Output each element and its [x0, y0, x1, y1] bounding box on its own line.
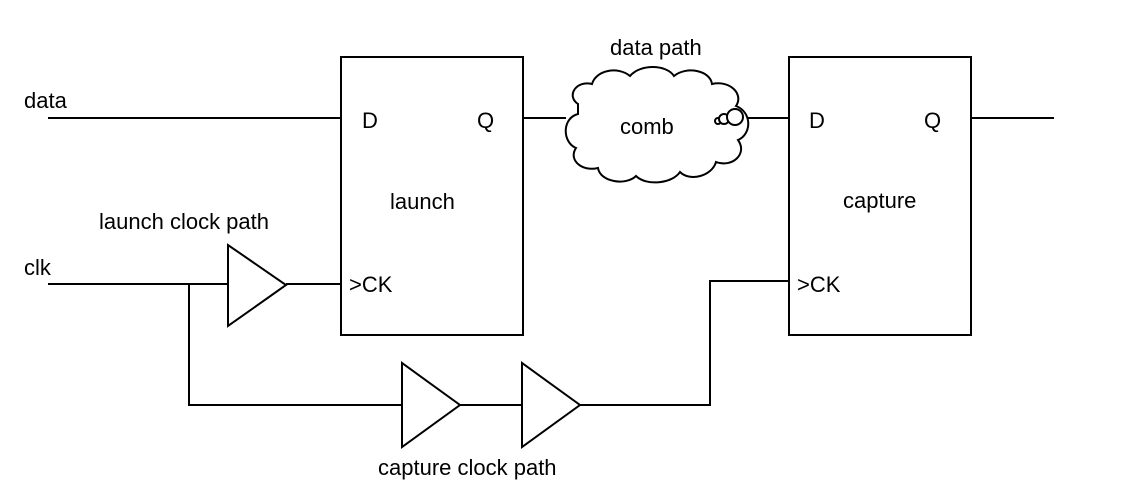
clk-input-label: clk	[24, 255, 52, 280]
launch-d-pin: D	[362, 108, 378, 133]
cloud-bubble-large	[726, 108, 744, 126]
capture-ck-pin: >CK	[797, 272, 841, 297]
launch-clock-path-label: launch clock path	[99, 209, 269, 234]
launch-q-pin: Q	[477, 108, 494, 133]
capture-clock-buffer-2	[521, 361, 582, 449]
capture-d-pin: D	[809, 108, 825, 133]
comb-label: comb	[620, 114, 674, 139]
capture-clock-branch-wire	[188, 284, 402, 406]
comb-cloud	[564, 66, 750, 184]
launch-ck-pin: >CK	[349, 272, 393, 297]
capture-clock-buffer-1	[401, 361, 462, 449]
capture-clock-path-label: capture clock path	[378, 455, 557, 480]
capture-clock-wire	[580, 280, 789, 406]
launch-flop	[340, 56, 524, 336]
capture-flop	[788, 56, 972, 336]
data-input-label: data	[24, 88, 68, 113]
capture-q-pin: Q	[924, 108, 941, 133]
launch-clock-buffer	[227, 243, 288, 328]
data-path-label: data path	[610, 35, 702, 60]
launch-flop-name: launch	[390, 189, 455, 214]
capture-flop-name: capture	[843, 188, 916, 213]
